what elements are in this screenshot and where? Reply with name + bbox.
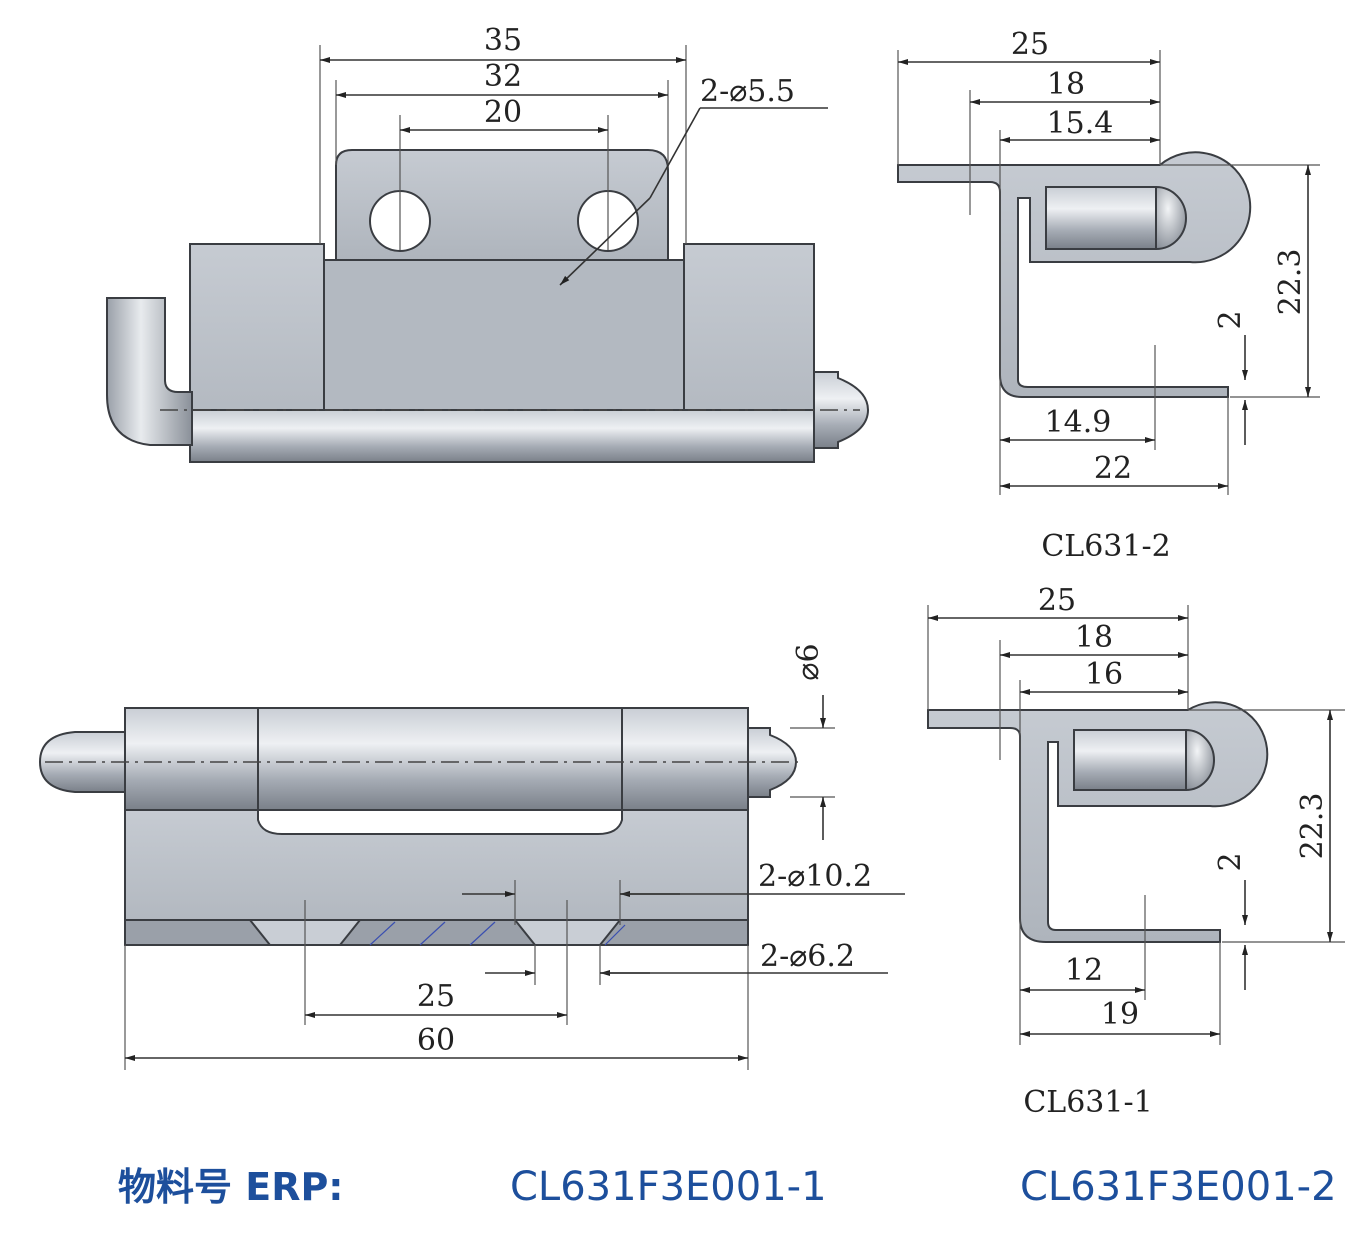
bottom-left-front-view: ⌀6 2-⌀10.2 2-⌀6.2 25 60 bbox=[38, 643, 905, 1070]
dim-25-top: 25 bbox=[1011, 27, 1049, 62]
top-left-hinge-view: 35 32 20 2-⌀5.5 bbox=[106, 23, 870, 463]
dim-22-3-top: 22.3 bbox=[1273, 249, 1308, 316]
dim-18-top: 18 bbox=[1047, 67, 1085, 102]
dim-d6: ⌀6 bbox=[791, 643, 826, 680]
dim-2-br: 2 bbox=[1213, 852, 1248, 871]
dim-holes-6-2: 2-⌀6.2 bbox=[760, 939, 855, 974]
top-right-side-view: 25 18 15.4 22.3 2 14.9 22 CL631-2 bbox=[897, 27, 1320, 564]
dim-19: 19 bbox=[1101, 997, 1139, 1032]
dim-12: 12 bbox=[1065, 953, 1103, 988]
l-pin bbox=[106, 297, 193, 446]
dim-18-br: 18 bbox=[1075, 620, 1113, 655]
dim-22-3-br: 22.3 bbox=[1295, 793, 1330, 860]
erp-code-1: CL631F3E001-1 bbox=[510, 1164, 827, 1210]
countersink-strip bbox=[124, 919, 749, 946]
dim-15-4: 15.4 bbox=[1047, 106, 1114, 141]
knuckle-band bbox=[189, 409, 815, 463]
dim-60: 60 bbox=[417, 1023, 455, 1058]
erp-code-2: CL631F3E001-2 bbox=[1020, 1164, 1337, 1210]
dim-2-top: 2 bbox=[1213, 310, 1248, 329]
caption-cl631-1: CL631-1 bbox=[1023, 1085, 1152, 1120]
dim-holes-5-5: 2-⌀5.5 bbox=[700, 74, 795, 109]
erp-label: 物料号 ERP: bbox=[118, 1165, 344, 1209]
dim-14-9: 14.9 bbox=[1045, 405, 1112, 440]
dim-25-br: 25 bbox=[1038, 583, 1076, 618]
pin-tip bbox=[813, 371, 870, 449]
caption-cl631-2: CL631-2 bbox=[1041, 529, 1170, 564]
leaf-cutout bbox=[257, 807, 623, 835]
dim-35: 35 bbox=[484, 23, 522, 58]
dim-25-bottom: 25 bbox=[417, 979, 455, 1014]
pin-section bbox=[1045, 186, 1157, 250]
knuckle-right bbox=[621, 707, 749, 811]
dim-16: 16 bbox=[1085, 657, 1123, 692]
knuckle-left bbox=[124, 707, 259, 811]
dim-22: 22 bbox=[1094, 451, 1132, 486]
dim-holes-10-2: 2-⌀10.2 bbox=[758, 859, 872, 894]
dim-32: 32 bbox=[484, 59, 522, 94]
knuckle-center bbox=[257, 707, 623, 811]
erp-footer: 物料号 ERP: CL631F3E001-1 CL631F3E001-2 bbox=[118, 1164, 1337, 1210]
pin-section-2 bbox=[1073, 729, 1187, 791]
dim-20: 20 bbox=[484, 95, 522, 130]
bottom-right-side-view: 25 18 16 22.3 2 12 19 CL631-1 bbox=[927, 583, 1345, 1120]
